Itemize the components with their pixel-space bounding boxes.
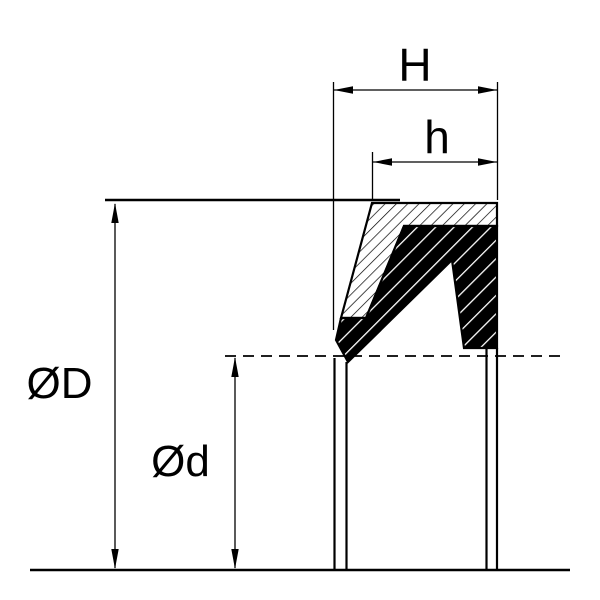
bore-and-shaft-projection-lines	[333, 348, 499, 570]
dim-label-h: h	[424, 111, 450, 163]
arrowhead-up-icon	[111, 203, 119, 223]
dimension-outer-diameter	[111, 203, 119, 569]
dimension-h	[373, 158, 497, 166]
seal-elastomer-region	[334, 224, 499, 364]
arrowhead-left-icon	[373, 158, 392, 166]
extension-lines	[332, 82, 499, 330]
arrowhead-left-icon	[334, 86, 353, 94]
dimension-H	[334, 86, 497, 94]
dim-label-H: H	[398, 39, 432, 91]
dimension-inner-diameter	[231, 357, 239, 569]
dim-label-outer-diameter: ØD	[26, 359, 93, 408]
arrowhead-down-icon	[231, 549, 239, 569]
dim-label-inner-diameter: Ød	[151, 437, 210, 486]
arrowhead-right-icon	[478, 86, 497, 94]
arrowhead-up-icon	[231, 357, 239, 377]
seal-profile	[334, 201, 499, 364]
arrowhead-right-icon	[478, 158, 497, 166]
arrowhead-down-icon	[111, 549, 119, 569]
